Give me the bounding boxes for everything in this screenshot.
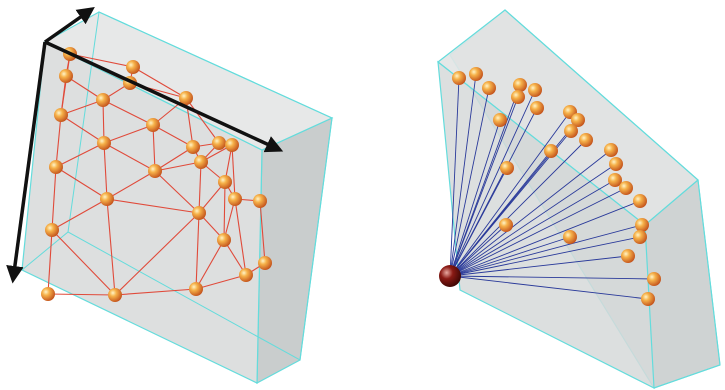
sphere-node-icon bbox=[633, 230, 647, 244]
sphere-node-icon bbox=[59, 69, 73, 83]
sphere-node-icon bbox=[97, 136, 111, 150]
sphere-node-icon bbox=[530, 101, 544, 115]
sphere-node-icon bbox=[41, 287, 55, 301]
left-slab-side-face bbox=[257, 118, 332, 383]
sphere-node-icon bbox=[217, 233, 231, 247]
sphere-node-icon bbox=[528, 83, 542, 97]
sphere-node-icon bbox=[564, 124, 578, 138]
sphere-node-icon bbox=[499, 218, 513, 232]
sphere-node-icon bbox=[500, 161, 514, 175]
sphere-node-icon bbox=[633, 194, 647, 208]
sphere-node-icon bbox=[641, 292, 655, 306]
sphere-node-icon bbox=[469, 67, 483, 81]
sphere-node-icon bbox=[100, 192, 114, 206]
sphere-node-icon bbox=[54, 108, 68, 122]
sphere-node-icon bbox=[45, 223, 59, 237]
sphere-node-icon bbox=[482, 81, 496, 95]
sphere-node-icon bbox=[258, 256, 272, 270]
sphere-node-icon bbox=[96, 93, 110, 107]
sphere-node-icon bbox=[146, 118, 160, 132]
sphere-node-icon bbox=[212, 136, 226, 150]
sphere-node-icon bbox=[647, 272, 661, 286]
sphere-node-icon bbox=[218, 175, 232, 189]
sphere-node-icon bbox=[239, 268, 253, 282]
sphere-node-icon bbox=[148, 164, 162, 178]
source-node bbox=[439, 265, 461, 287]
sphere-node-icon bbox=[452, 71, 466, 85]
sphere-node-icon bbox=[544, 144, 558, 158]
sphere-node-icon bbox=[511, 90, 525, 104]
sphere-node-icon bbox=[579, 133, 593, 147]
sphere-node-icon bbox=[49, 160, 63, 174]
sphere-node-icon bbox=[513, 78, 527, 92]
sphere-node-icon bbox=[108, 288, 122, 302]
sphere-node-icon bbox=[619, 181, 633, 195]
sphere-node-icon bbox=[621, 249, 635, 263]
sphere-node-icon bbox=[253, 194, 267, 208]
sphere-node-icon bbox=[189, 282, 203, 296]
right-slab-box bbox=[438, 10, 720, 388]
left-panel bbox=[13, 9, 332, 383]
sphere-node-icon bbox=[493, 113, 507, 127]
right-panel bbox=[438, 10, 720, 388]
sphere-node-icon bbox=[194, 155, 208, 169]
sphere-node-icon bbox=[186, 140, 200, 154]
sphere-node-icon bbox=[225, 138, 239, 152]
sphere-node-icon bbox=[228, 192, 242, 206]
sphere-node-icon bbox=[635, 218, 649, 232]
sphere-node-icon bbox=[609, 157, 623, 171]
sphere-node-icon bbox=[192, 206, 206, 220]
sphere-node-icon bbox=[126, 60, 140, 74]
sphere-node-icon bbox=[604, 143, 618, 157]
sphere-node-icon bbox=[563, 230, 577, 244]
